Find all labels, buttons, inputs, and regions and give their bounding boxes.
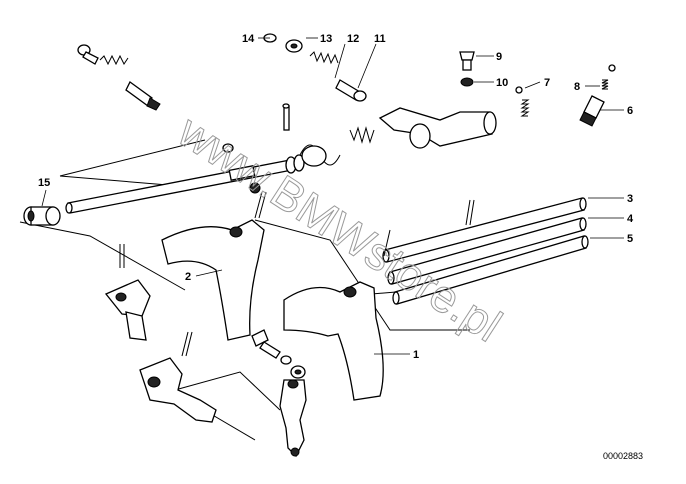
selector-block-left	[104, 279, 151, 341]
callout-13: 13	[320, 33, 332, 45]
bolt-and-nut	[251, 329, 306, 379]
parts-9-10-screw-washer	[459, 51, 475, 87]
lower-left-lever	[139, 357, 217, 423]
callout-9: 9	[496, 51, 502, 63]
callout-8: 8	[574, 81, 580, 93]
callout-10: 10	[496, 77, 508, 89]
detent-plunger-top-left	[77, 44, 161, 111]
lower-middle-lever	[279, 379, 307, 458]
parts-12-13-14-spring-set	[263, 33, 367, 102]
selector-shaft-long	[65, 154, 305, 214]
callout-3: 3	[627, 193, 633, 205]
callout-6: 6	[627, 105, 633, 117]
callout-11: 11	[374, 33, 386, 45]
parts-6-8-plunger	[579, 64, 616, 127]
part-15-bushing	[23, 206, 61, 226]
roll-pins	[119, 191, 475, 357]
part-7-ball-spring	[515, 86, 530, 117]
callout-15: 15	[38, 177, 50, 189]
callout-14: 14	[242, 33, 255, 45]
callout-12: 12	[347, 33, 359, 45]
drawing-number: 00002883	[603, 451, 643, 461]
callout-7: 7	[544, 77, 550, 89]
shift-rails-3-4-5	[382, 197, 589, 305]
callout-2: 2	[185, 271, 191, 283]
callout-5: 5	[627, 233, 633, 245]
part-11-shift-arm	[299, 107, 497, 167]
callout-leaders	[41, 37, 624, 355]
callout-1: 1	[413, 349, 419, 361]
shaft-small-parts	[222, 103, 290, 194]
part-2-shift-fork	[161, 219, 265, 341]
part-1-shift-fork	[283, 281, 384, 401]
callout-4: 4	[627, 213, 634, 225]
